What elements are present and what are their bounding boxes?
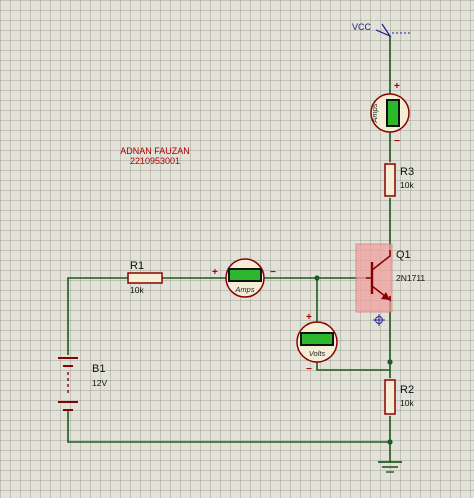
battery-ref: B1 xyxy=(92,363,105,375)
crosshair-icon xyxy=(373,314,385,326)
r1-body xyxy=(127,272,163,284)
q1-part: 2N1711 xyxy=(396,273,425,283)
r2-ref: R2 xyxy=(400,384,414,396)
resistor-r3[interactable]: R3 10k xyxy=(384,163,414,197)
q1-collector-lead xyxy=(371,250,391,271)
wire-battery-top[interactable] xyxy=(67,277,128,355)
vcc-arrow-icon xyxy=(375,23,392,38)
r1-ref: R1 xyxy=(130,260,144,272)
q1-emitter-arrow-icon xyxy=(381,292,390,300)
r3-ref: R3 xyxy=(400,166,414,178)
ammeter-collector-plus: + xyxy=(394,81,400,92)
voltmeter-screen xyxy=(302,334,332,344)
ammeter-base-screen xyxy=(230,270,260,280)
r3-body xyxy=(384,163,396,197)
wire-bottom-return[interactable] xyxy=(67,410,390,443)
resistor-r1[interactable]: R1 10k xyxy=(127,260,163,295)
ammeter-base[interactable]: + Amps − xyxy=(212,258,276,298)
vcc-terminal[interactable]: VCC xyxy=(352,22,410,38)
r2-body xyxy=(384,379,396,415)
ammeter-collector-minus: − xyxy=(394,136,400,147)
resistor-r2[interactable]: R2 10k xyxy=(384,379,414,415)
r2-value: 10k xyxy=(400,398,414,408)
wire-voltmeter-minus[interactable] xyxy=(316,362,390,371)
author-label: ADNAN FAUZAN xyxy=(120,146,190,156)
ammeter-base-label: Amps xyxy=(234,285,254,294)
wires xyxy=(67,36,391,462)
q1-ref: Q1 xyxy=(396,249,411,261)
junction-base xyxy=(314,275,320,281)
junction-emitter xyxy=(387,359,393,365)
voltmeter-minus: − xyxy=(306,364,312,375)
vcc-label: VCC xyxy=(352,22,372,32)
voltmeter-plus: + xyxy=(306,312,312,323)
q1-selection-highlight xyxy=(355,243,393,313)
ammeter-collector-label: Amps xyxy=(370,103,379,123)
ammeter-base-plus: + xyxy=(212,267,218,278)
junction-ground xyxy=(387,439,393,445)
battery-value: 12V xyxy=(92,378,107,388)
ammeter-collector[interactable]: + Amps − xyxy=(370,81,410,147)
r3-value: 10k xyxy=(400,180,414,190)
r1-value: 10k xyxy=(130,285,144,295)
voltmeter-label: Volts xyxy=(309,349,326,358)
battery-b1[interactable]: B1 12V xyxy=(58,357,107,411)
student-id-label: 2210953001 xyxy=(130,156,180,166)
ground-icon[interactable] xyxy=(378,461,402,473)
voltmeter[interactable]: + Volts − xyxy=(296,312,338,375)
transistor-q1[interactable]: Q1 2N1711 xyxy=(355,243,425,326)
ammeter-collector-screen xyxy=(388,101,398,125)
ammeter-base-minus: − xyxy=(270,267,276,278)
